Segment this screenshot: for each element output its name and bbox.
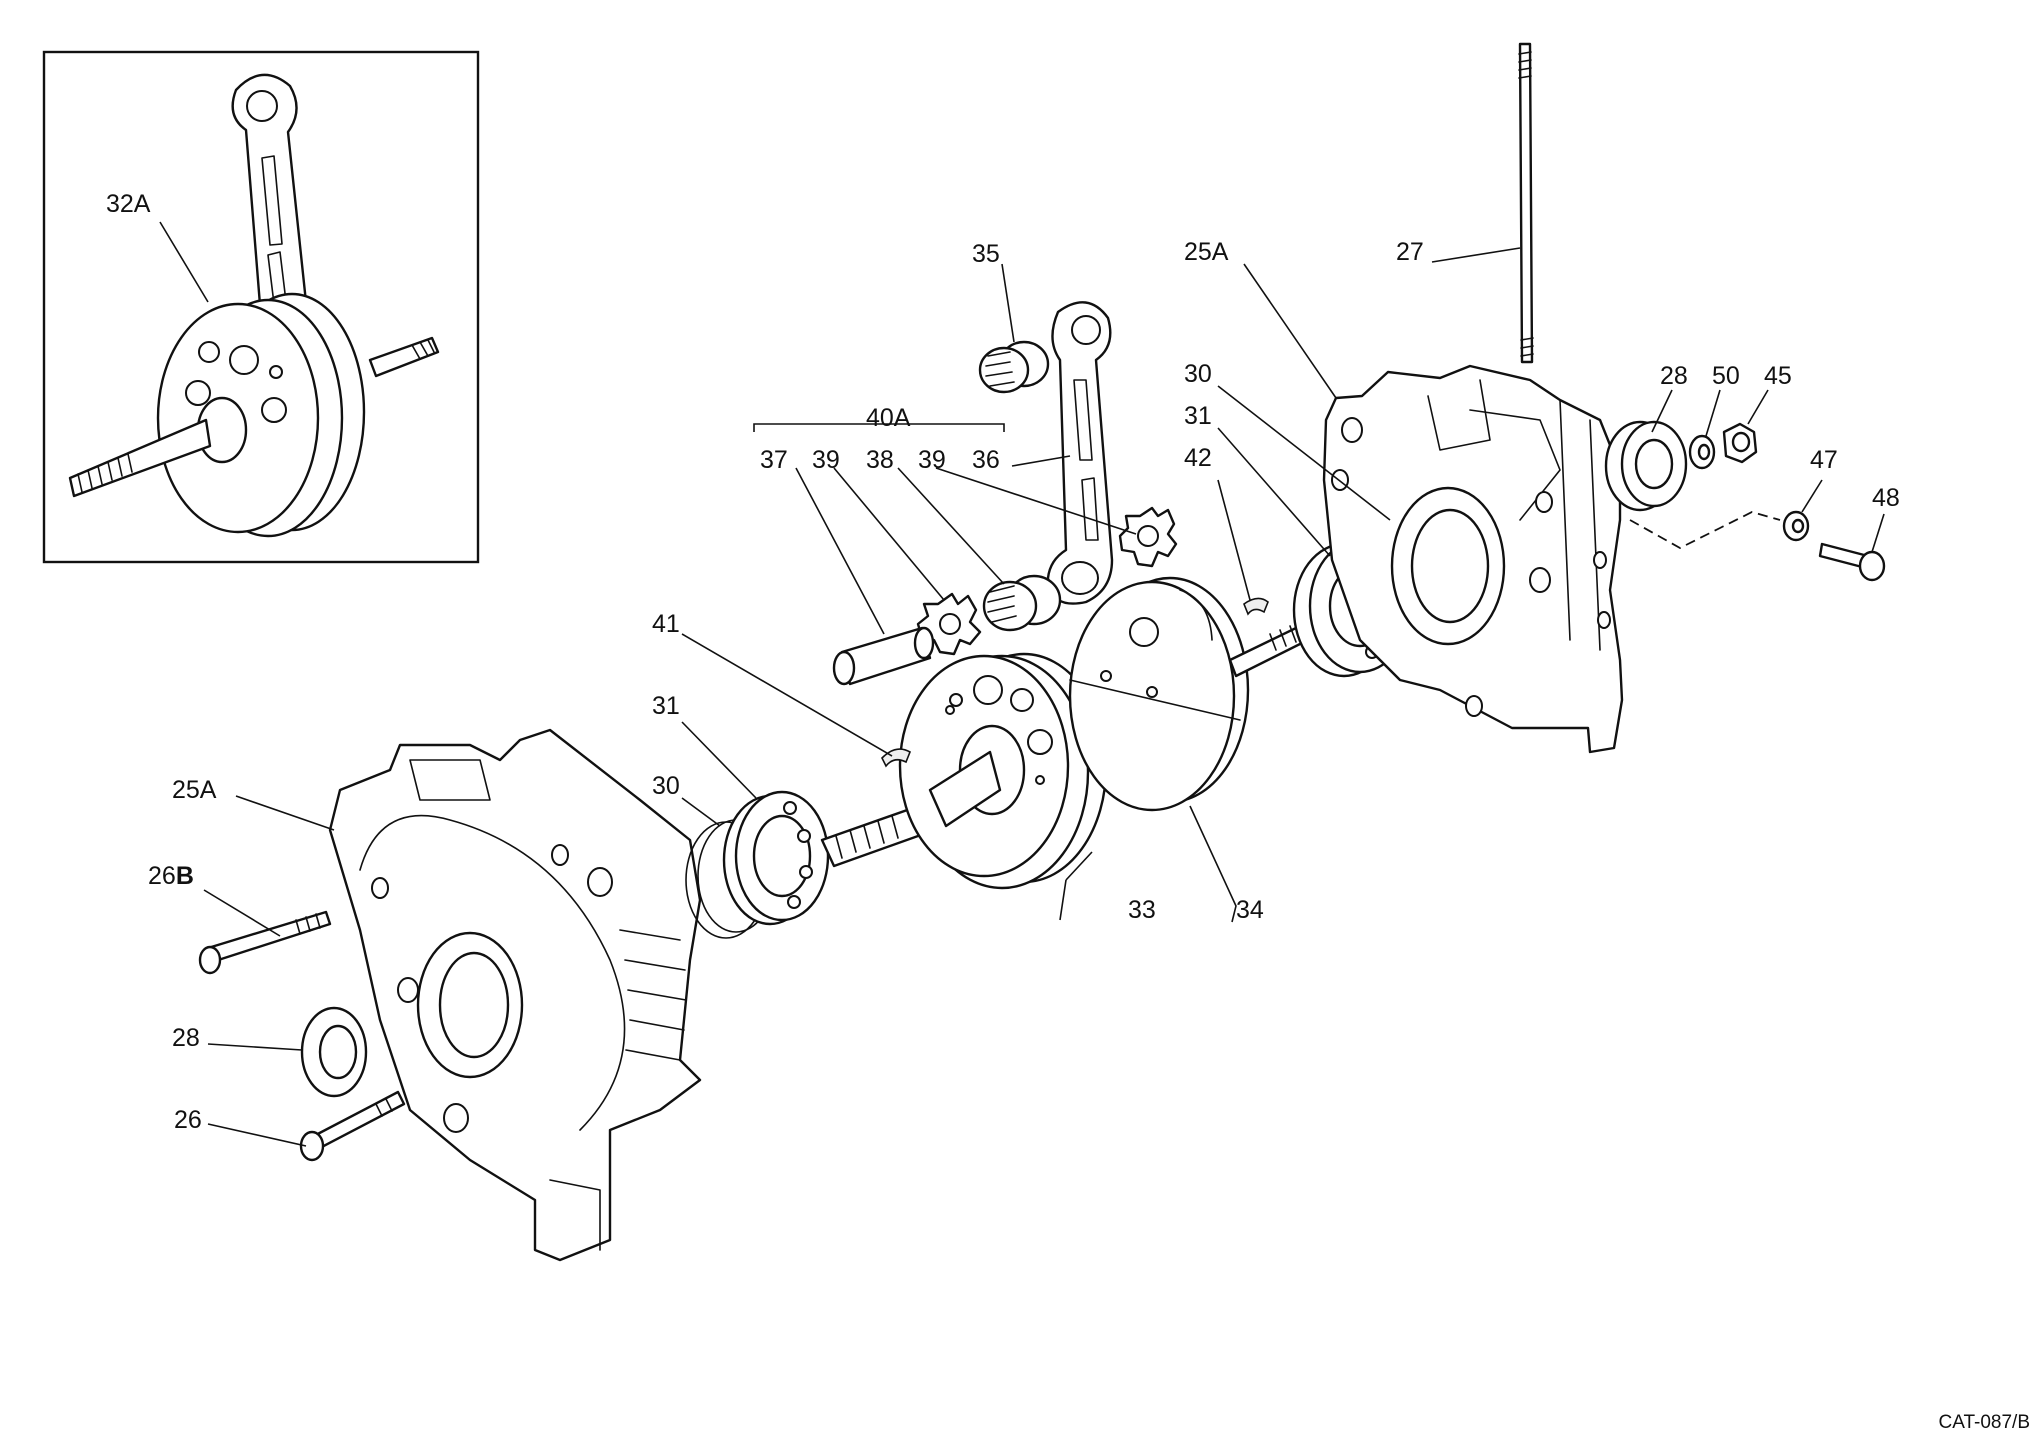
screw-48 <box>1818 542 1886 582</box>
leader-39-a <box>833 467 945 601</box>
callout-36: 36 <box>972 446 1000 474</box>
crankcase-right-half <box>1322 364 1624 754</box>
woodruff-key-42 <box>1243 597 1269 616</box>
callout-25A-right: 25A <box>1184 238 1229 266</box>
figure-code: CAT-087/B <box>1938 1412 2030 1433</box>
assembly-path-dashed <box>1629 511 1781 550</box>
leader-45 <box>1747 389 1769 425</box>
callout-48: 48 <box>1872 484 1900 512</box>
callout-26B-letter: B <box>176 862 194 890</box>
leader-50 <box>1705 389 1721 437</box>
leader-30-left <box>681 797 721 827</box>
flywheel-34 <box>1068 576 1306 812</box>
leader-37 <box>795 467 885 635</box>
callout-37: 37 <box>760 446 788 474</box>
leader-30-right <box>1217 385 1391 521</box>
callout-31-right: 31 <box>1184 402 1212 430</box>
callout-25A-left: 25A <box>172 776 217 804</box>
callout-42: 42 <box>1184 444 1212 472</box>
needle-cage-38 <box>982 574 1062 632</box>
leader-27 <box>1431 247 1521 263</box>
callout-40A: 40A <box>866 404 911 432</box>
leader-lines <box>203 247 1885 1147</box>
callout-35: 35 <box>972 240 1000 268</box>
leader-31-left <box>681 721 757 799</box>
oil-seal-28-right <box>1604 420 1688 512</box>
leader-48 <box>1871 513 1885 553</box>
inset-crankshaft-panel: 32A <box>42 50 480 564</box>
callout-32A: 32A <box>106 190 151 218</box>
callout-47: 47 <box>1810 446 1838 474</box>
bolt-26 <box>299 1090 406 1162</box>
leader-38 <box>897 467 1005 585</box>
callout-28-right: 28 <box>1660 362 1688 390</box>
callout-26B-number: 26 <box>148 862 176 890</box>
callout-39-a: 39 <box>812 446 840 474</box>
callout-41: 41 <box>652 610 680 638</box>
leader-42 <box>1217 479 1251 601</box>
leader-25A-right <box>1243 263 1337 399</box>
connecting-rod-36 <box>1046 301 1114 605</box>
leader-26B <box>203 889 281 937</box>
leader-33-b <box>1059 879 1067 921</box>
leader-28-right <box>1651 389 1673 433</box>
callout-45: 45 <box>1764 362 1792 390</box>
washer-50 <box>1688 434 1716 470</box>
leader-41 <box>681 633 893 757</box>
flywheel-33 <box>820 652 1108 890</box>
callout-34: 34 <box>1236 896 1264 924</box>
leader-33-a <box>1065 851 1093 881</box>
crank-pin-37 <box>832 626 935 686</box>
crankcase-left-half <box>328 728 702 1262</box>
woodruff-key-41 <box>881 748 912 768</box>
callout-33: 33 <box>1128 896 1156 924</box>
leader-39-b <box>935 467 1137 535</box>
bolt-26B <box>198 910 332 975</box>
washer-47 <box>1782 510 1810 542</box>
nut-45 <box>1722 422 1758 464</box>
callout-26B: 26B <box>148 862 194 890</box>
callout-28-left: 28 <box>172 1024 200 1052</box>
leader-26-left <box>207 1123 307 1147</box>
leader-25A-left <box>235 795 335 831</box>
leader-34 <box>1189 805 1237 923</box>
leader-35 <box>1001 263 1015 343</box>
leader-31-right <box>1217 427 1331 557</box>
stud-27 <box>1518 42 1534 364</box>
thrust-washer-39-right <box>1118 506 1178 568</box>
leader-28-left <box>207 1043 303 1051</box>
inset-crankshaft-drawing <box>68 73 440 538</box>
callout-38: 38 <box>866 446 894 474</box>
callout-50: 50 <box>1712 362 1740 390</box>
needle-bearing-35 <box>978 340 1050 394</box>
callout-30-right: 30 <box>1184 360 1212 388</box>
oil-seal-28-left <box>300 1006 368 1098</box>
callout-30-left: 30 <box>652 772 680 800</box>
leader-36 <box>1011 455 1071 467</box>
callout-39-b: 39 <box>918 446 946 474</box>
callout-27: 27 <box>1396 238 1424 266</box>
bracket-40A <box>753 423 1005 432</box>
callout-31-left: 31 <box>652 692 680 720</box>
ball-bearing-31-left <box>722 790 830 926</box>
leader-32A <box>159 221 209 303</box>
callout-26-left: 26 <box>174 1106 202 1134</box>
leader-47 <box>1801 479 1823 513</box>
callout-labels: 25A 26B 28 26 31 30 41 37 39 38 39 36 40… <box>148 238 1900 1134</box>
